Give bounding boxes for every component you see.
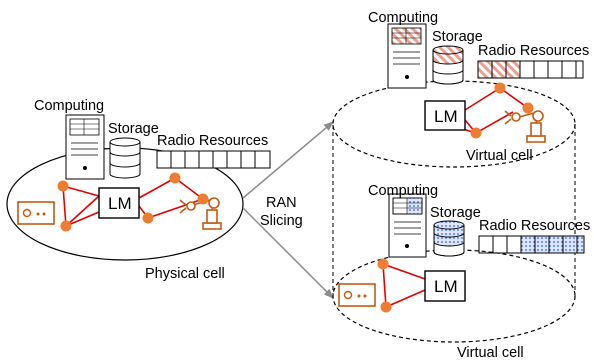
physical-computing-server-icon bbox=[65, 114, 105, 180]
physical-computing-label: Computing bbox=[34, 98, 104, 114]
arrow-to-top-cell bbox=[242, 121, 334, 199]
virtual-bottom-device-icon bbox=[338, 283, 376, 307]
virtual-bottom-storage-label: Storage bbox=[430, 205, 481, 221]
virtual-bottom-computing-label: Computing bbox=[368, 183, 438, 199]
node bbox=[377, 258, 389, 270]
arrow-to-bottom-cell bbox=[242, 207, 334, 299]
virtual-top-computing-server-icon bbox=[387, 23, 427, 89]
virtual-bottom-computing-server-icon bbox=[388, 193, 427, 258]
virtual-bottom-storage-icon bbox=[433, 220, 465, 257]
node bbox=[60, 220, 72, 232]
virtual-top-nodes bbox=[470, 82, 534, 139]
virtual-top-radio-label: Radio Resources bbox=[478, 43, 589, 59]
node bbox=[522, 102, 534, 114]
virtual-top-lm-box bbox=[424, 100, 466, 131]
physical-nodes bbox=[57, 172, 209, 232]
virtual-top-storage-icon bbox=[432, 45, 464, 85]
physical-radio-blocks bbox=[156, 150, 271, 169]
virtual-top-cell-label: Virtual cell bbox=[466, 148, 533, 164]
node bbox=[169, 172, 181, 184]
virtual-bottom-lm-box bbox=[424, 270, 466, 302]
physical-cell-group: Computing Storage Radio Resources bbox=[6, 98, 271, 282]
physical-lm-box bbox=[98, 187, 140, 219]
physical-robot-arm-icon bbox=[179, 197, 222, 230]
node bbox=[380, 301, 392, 313]
physical-radio-label: Radio Resources bbox=[157, 133, 268, 149]
virtual-top-robot-arm-icon bbox=[504, 110, 546, 143]
physical-cell-label: Physical cell bbox=[145, 266, 225, 282]
virtual-bottom-lm-label: LM bbox=[434, 277, 458, 296]
node bbox=[197, 193, 209, 205]
virtual-bottom-cell-label: Virtual cell bbox=[457, 345, 524, 361]
virtual-top-lm-label: LM bbox=[434, 107, 458, 126]
virtual-bottom-radio-blocks bbox=[478, 235, 585, 254]
physical-lm-label: LM bbox=[108, 194, 132, 213]
virtual-cell-top-group: Computing Storage Radio Resources bbox=[332, 10, 589, 168]
virtual-cell-bottom-group: Computing Storage Radio Resources bbox=[332, 183, 590, 361]
node bbox=[494, 82, 506, 94]
virtual-bottom-radio-label: Radio Resources bbox=[479, 218, 590, 234]
slicing-arrows bbox=[242, 121, 334, 299]
physical-device-icon bbox=[17, 201, 55, 225]
physical-storage-label: Storage bbox=[108, 121, 159, 137]
slicing-label-line1: RAN bbox=[266, 195, 297, 211]
slicing-label-line2: Slicing bbox=[260, 213, 303, 229]
node bbox=[57, 180, 69, 192]
node bbox=[142, 212, 154, 224]
virtual-bottom-nodes bbox=[377, 258, 392, 313]
virtual-top-radio-blocks bbox=[477, 60, 584, 79]
node bbox=[470, 127, 482, 139]
physical-storage-icon bbox=[109, 137, 141, 179]
virtual-bottom-links bbox=[382, 263, 426, 308]
virtual-top-storage-label: Storage bbox=[432, 29, 483, 45]
virtual-top-computing-label: Computing bbox=[368, 10, 438, 26]
